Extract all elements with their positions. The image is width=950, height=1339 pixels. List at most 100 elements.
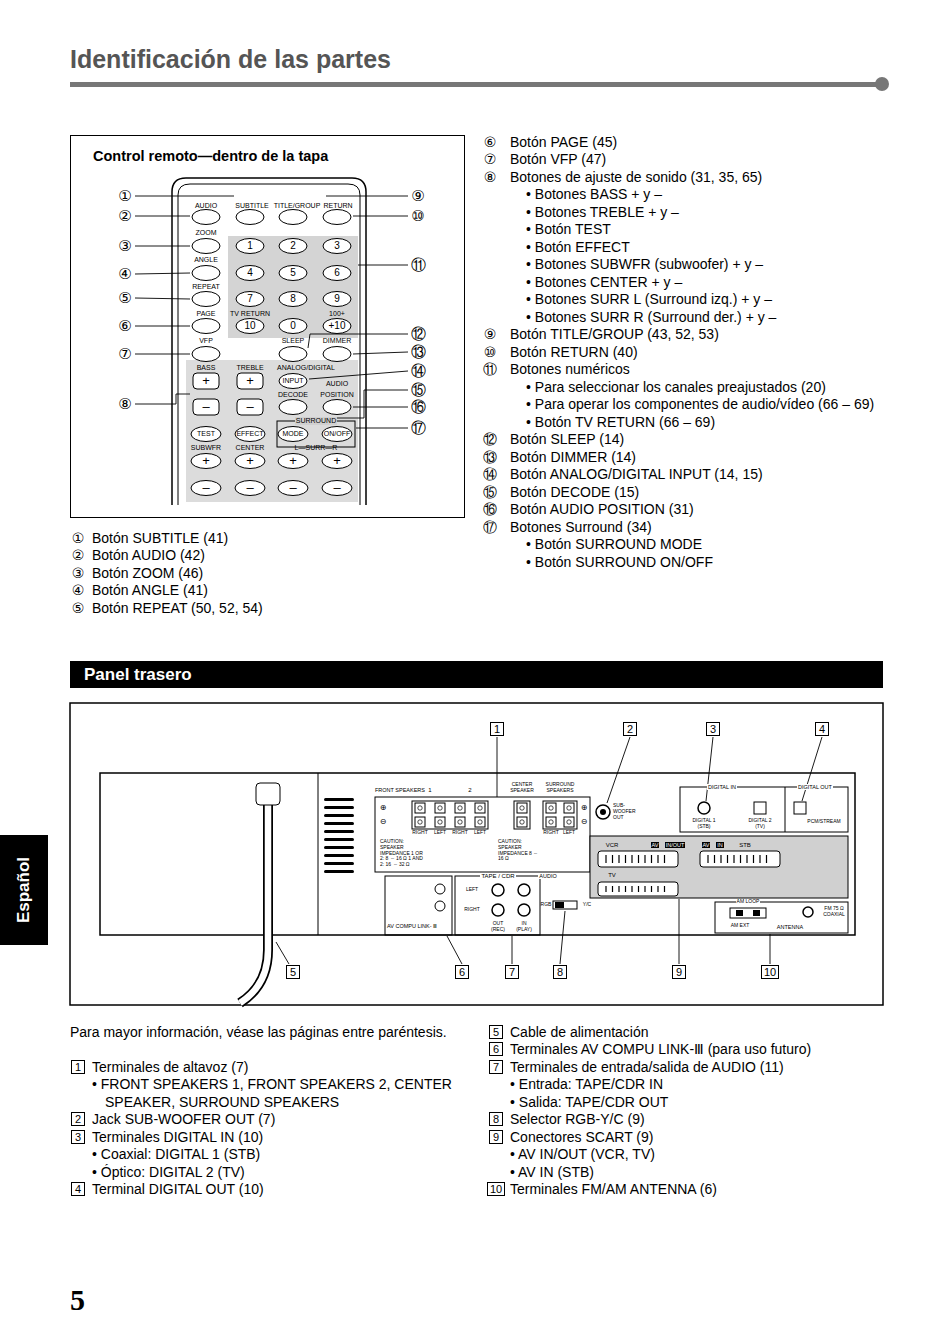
list-text: • Botón TV RETURN (66 – 69) <box>526 414 715 430</box>
remote-button <box>193 373 219 389</box>
callout-number: ⑰ <box>483 519 497 535</box>
panel-label: DIGITAL 1 (STB) <box>688 818 720 830</box>
node-text: 10 <box>490 1183 502 1195</box>
panel-label: ANTENNA <box>777 924 803 930</box>
button-label: PAGE <box>197 310 216 318</box>
button-label: 10 <box>244 320 255 332</box>
keypad-shade <box>228 236 358 338</box>
panel-label: STB <box>738 842 752 849</box>
speaker-terminal-screw <box>438 820 442 824</box>
remote-button <box>323 347 351 362</box>
panel-label: TAPE / CDR <box>480 873 515 880</box>
callout-number: ⑤ <box>72 600 85 616</box>
list-text: Botón TITLE/GROUP (43, 52, 53) <box>510 326 719 342</box>
panel-label: AM LOOP <box>736 899 761 905</box>
list-text: Conectores SCART (9) <box>510 1129 653 1145</box>
button-label: SURROUND <box>295 417 337 425</box>
scart-pin <box>631 855 632 863</box>
list-text: Terminales AV COMPU LINK-Ⅲ (para uso fut… <box>510 1041 811 1057</box>
callout-number: ⑧ <box>484 169 497 185</box>
button-label: ON/OFF <box>324 430 350 438</box>
remote-button <box>278 427 308 442</box>
callout-number: ④ <box>72 582 85 598</box>
callout-box: 2 <box>623 722 637 736</box>
node-text: 1 <box>493 723 501 735</box>
callout-box: 6 <box>455 965 469 979</box>
callout-box: 3 <box>71 1130 85 1144</box>
button-label: 4 <box>247 267 253 279</box>
panel-label: PCM/STREAM <box>806 819 841 825</box>
callout-number: ⑥ <box>484 134 497 150</box>
panel-label: DIGITAL OUT <box>797 784 833 790</box>
node-text: 10 <box>764 966 776 978</box>
speaker-terminal <box>546 817 556 827</box>
scart-pin <box>618 855 619 863</box>
node-text: 9 <box>492 1131 500 1143</box>
button-label: – <box>202 400 209 415</box>
remote-button <box>192 239 220 254</box>
remote-button <box>235 427 265 442</box>
scart-pin <box>605 855 606 863</box>
button-label: 5 <box>290 267 296 279</box>
power-cable-core <box>240 800 268 1003</box>
leader-line <box>276 942 289 964</box>
panel-label: LEFT <box>474 830 486 836</box>
vent-slot <box>324 846 354 849</box>
button-label: 9 <box>334 293 340 305</box>
panel-label: RIGHT <box>412 830 428 836</box>
panel-label: TV <box>607 872 617 879</box>
list-text: Botón PAGE (45) <box>510 134 617 150</box>
callout-number: ⑫ <box>483 431 497 447</box>
node-text: 7 <box>492 1061 500 1073</box>
leader-line <box>353 352 408 354</box>
list-text: Botón VFP (47) <box>510 151 606 167</box>
panel-label: RIGHT <box>452 830 468 836</box>
cover-edge <box>318 773 319 935</box>
list-text: Botón RETURN (40) <box>510 344 638 360</box>
remote-button <box>323 319 351 334</box>
callout-number: ⑦ <box>118 345 131 362</box>
button-label: 100+ <box>329 310 345 318</box>
list-text: • Botones SUBWFR (subwoofer) + y – <box>526 256 763 272</box>
callout-number: ⑩ <box>411 207 424 224</box>
scart-pin <box>625 855 626 863</box>
scart-pin <box>605 886 606 892</box>
callout-box: 5 <box>489 1025 503 1039</box>
callout-box: 1 <box>490 722 504 736</box>
am-terminal <box>730 908 766 918</box>
remote-button <box>235 481 265 496</box>
scart-pin <box>612 886 613 892</box>
panel-label: DIGITAL IN <box>707 784 737 790</box>
vent-slot <box>324 862 354 865</box>
remote-button <box>235 454 265 469</box>
scart-pin <box>618 886 619 892</box>
leader-line <box>135 273 190 274</box>
callout-number: ⑬ <box>411 343 426 360</box>
callout-box: 2 <box>71 1112 85 1126</box>
leader-line <box>353 216 408 217</box>
speaker-terminal <box>564 803 574 813</box>
leader-line <box>770 934 771 964</box>
page-number: 5 <box>70 1283 85 1318</box>
button-label: 3 <box>334 240 340 252</box>
panel-label: LEFT <box>466 887 478 893</box>
panel-label: AV <box>651 842 660 848</box>
leader-line <box>358 265 408 266</box>
callout-number: ③ <box>72 565 85 581</box>
scart-vcr <box>598 851 678 867</box>
vent-slot <box>324 798 354 801</box>
button-label: + <box>202 454 210 469</box>
button-label: INPUT <box>283 377 304 385</box>
list-text: Cable de alimentación <box>510 1024 649 1040</box>
callout-number: ⑦ <box>484 151 497 167</box>
callout-number: ⑯ <box>411 398 426 415</box>
leader-line <box>135 354 190 355</box>
optical-out-jack <box>794 802 806 814</box>
panel-label: AV <box>702 842 711 848</box>
remote-button <box>279 400 307 415</box>
button-label: MODE <box>283 430 304 438</box>
button-label: – <box>289 481 296 496</box>
list-text: Botón AUDIO (42) <box>92 547 205 563</box>
speaker-terminal <box>517 817 527 827</box>
list-text: • Botones SURR R (Surround der.) + y – <box>526 309 776 325</box>
